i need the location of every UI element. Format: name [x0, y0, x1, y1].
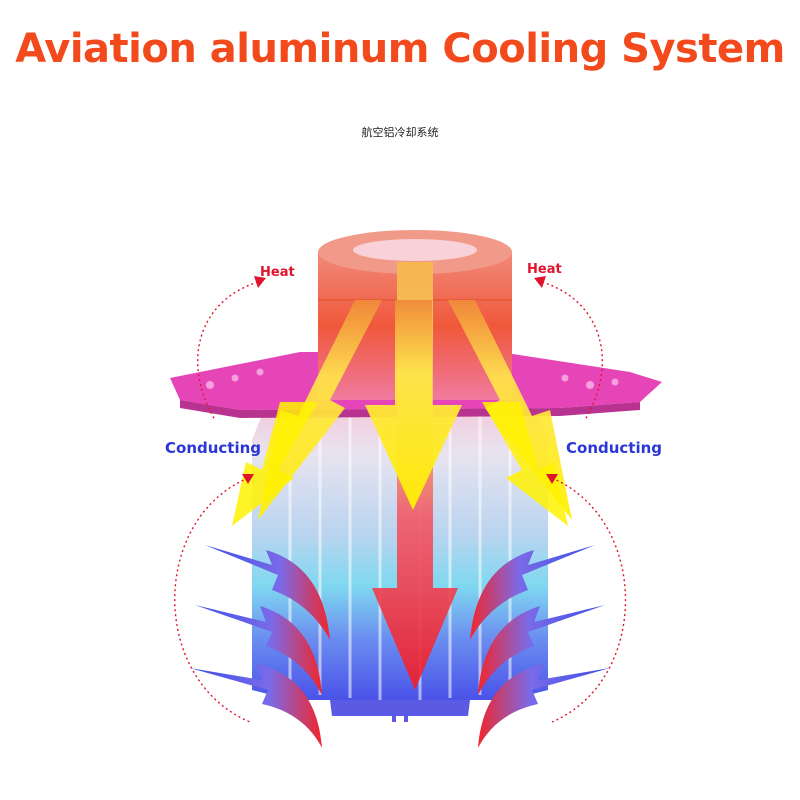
conducting-label-right: Conducting — [566, 439, 663, 457]
heat-label-left: Heat — [260, 265, 295, 280]
heat-dotted-curves — [174, 281, 627, 723]
conducting-label-left: Conducting — [165, 439, 262, 457]
dotted-curve-lower-right — [551, 477, 627, 723]
dotted-arrowhead-lower-right — [546, 474, 558, 484]
dotted-arrowhead-upper-right — [534, 276, 546, 288]
right-airflow-arrows — [470, 545, 610, 748]
yellow-arrow-center — [365, 300, 462, 510]
dotted-curve-lower-left — [174, 477, 251, 723]
yellow-arrow-left — [258, 300, 382, 520]
yellow-arrow-far-left — [232, 402, 318, 526]
dotted-arrowhead-upper-left — [254, 276, 266, 288]
airflow-arrow-left-3 — [190, 664, 322, 748]
subtitle: 航空铝冷却系统 — [361, 126, 439, 139]
airflow-arrow-right-2 — [478, 605, 605, 695]
airflow-arrow-right-3 — [478, 664, 610, 748]
dotted-arrowhead-lower-left — [242, 474, 254, 484]
dotted-curve-upper-right — [541, 281, 603, 421]
left-airflow-arrows — [190, 545, 330, 748]
airflow-arrow-left-2 — [195, 605, 322, 695]
dotted-curve-upper-left — [197, 281, 259, 421]
airflow-arrow-left-1 — [205, 545, 330, 640]
yellow-arrow-far-right — [482, 402, 568, 526]
airflow-arrow-right-1 — [470, 545, 595, 640]
heat-label-right: Heat — [527, 262, 562, 277]
page-title: Aviation aluminum Cooling System — [15, 26, 785, 72]
